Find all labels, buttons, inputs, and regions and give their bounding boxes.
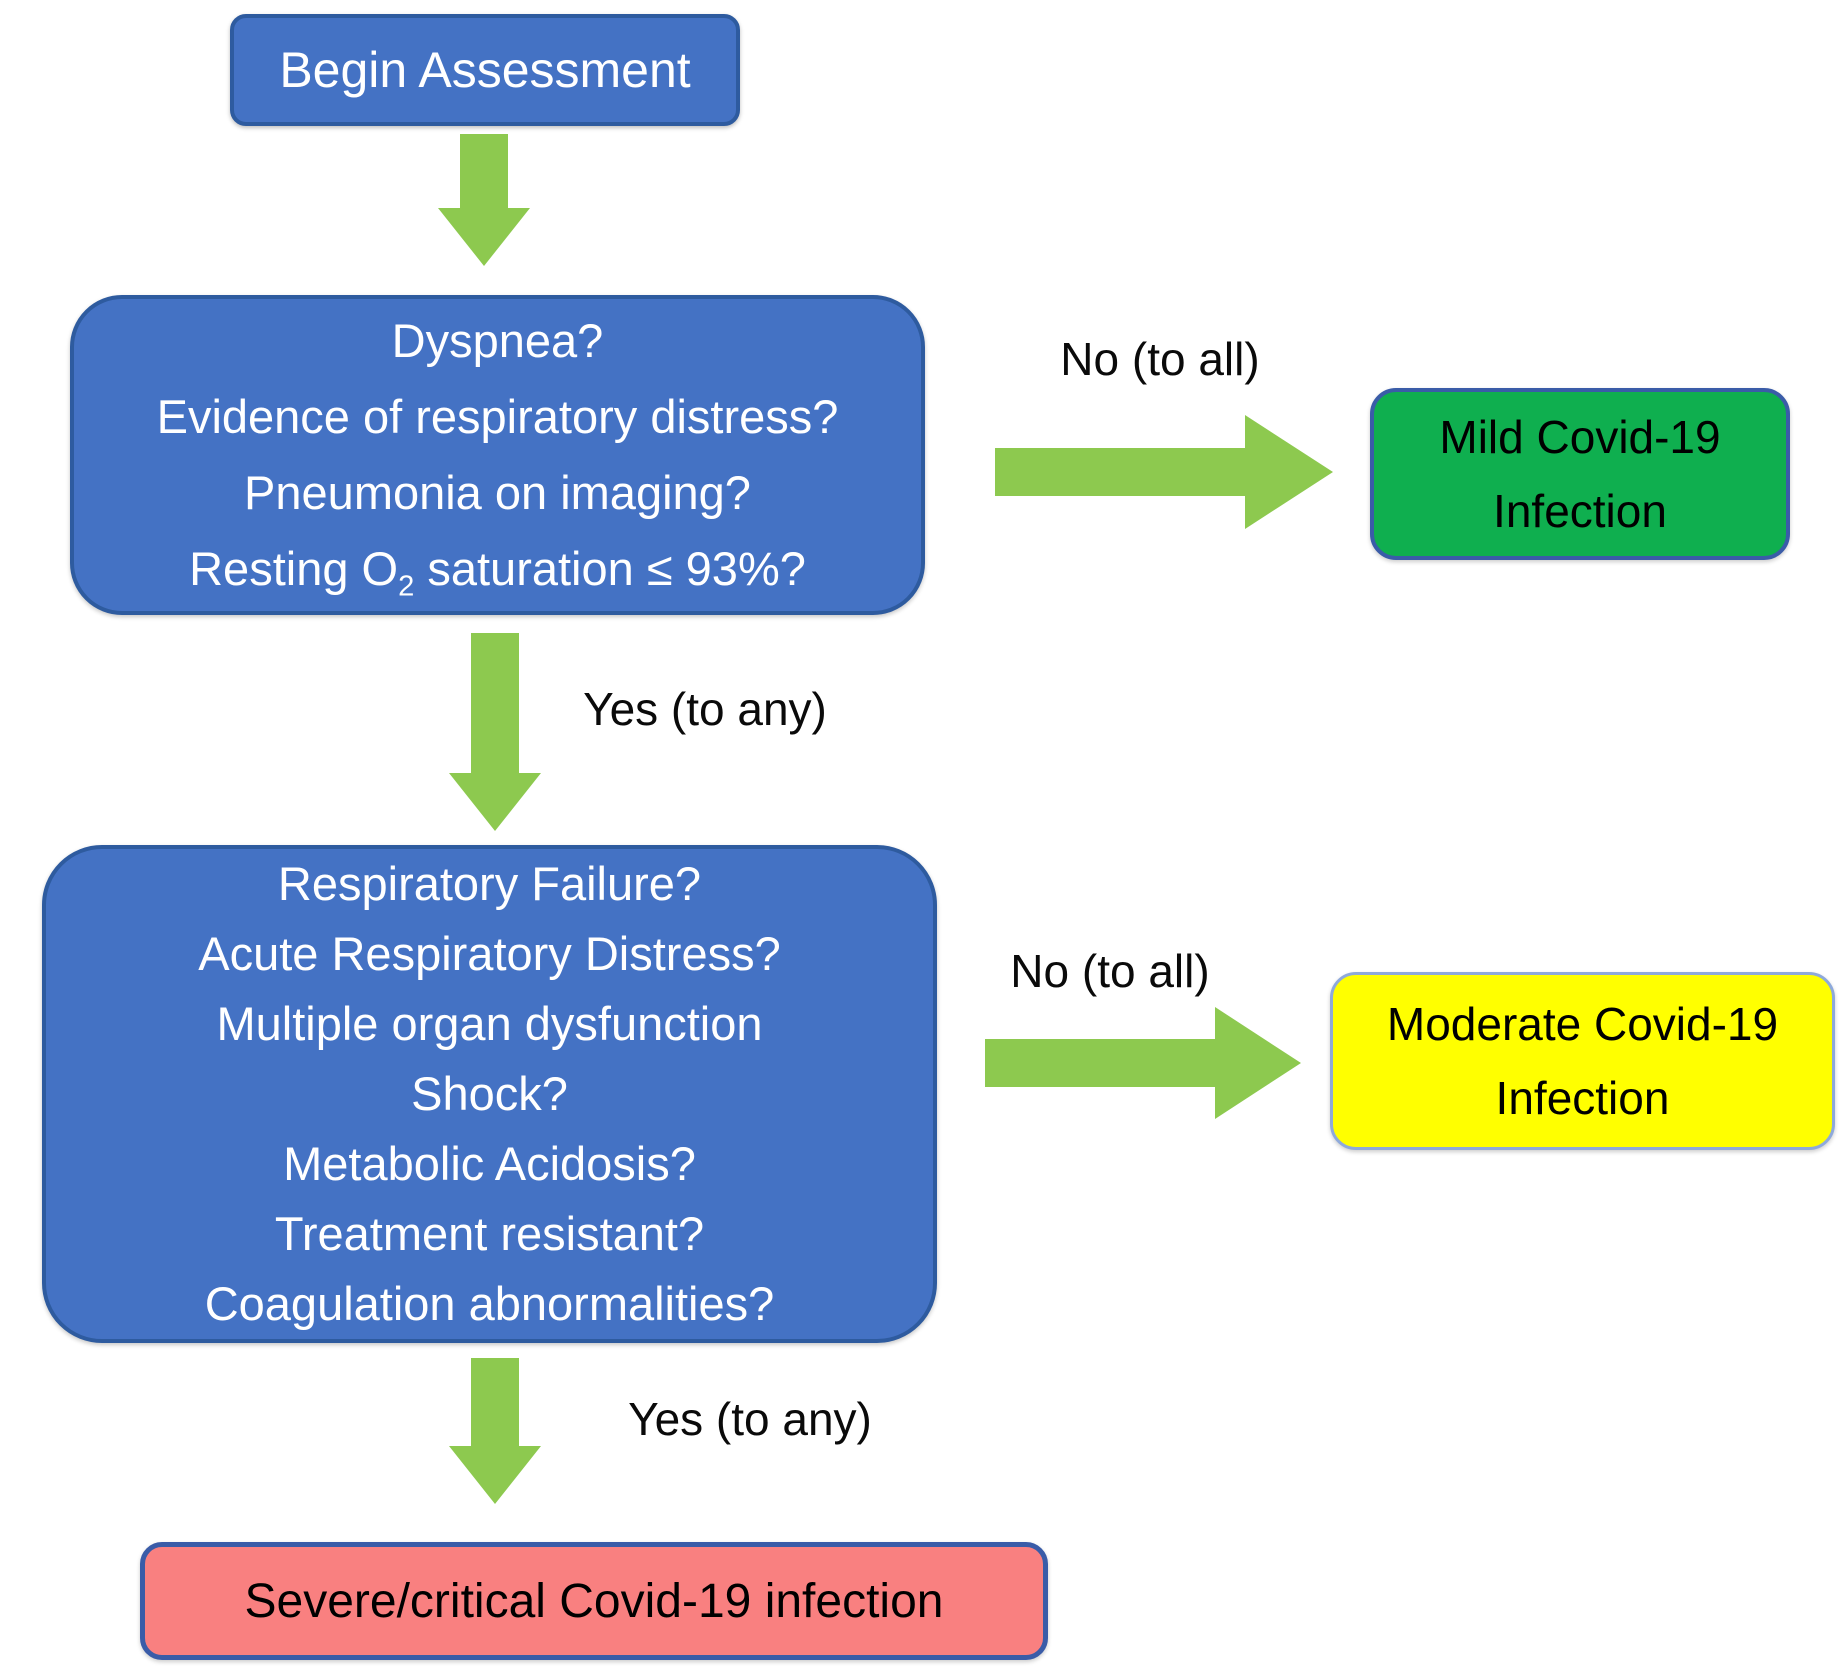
question-box-2: Respiratory Failure? Acute Respiratory D…: [42, 845, 937, 1343]
question-line: Coagulation abnormalities?: [204, 1277, 775, 1330]
start-node: Begin Assessment: [230, 14, 740, 126]
question-line: Shock?: [411, 1067, 568, 1120]
outcome-moderate-line2: Infection: [1495, 1072, 1670, 1124]
o2-line-suffix: saturation ≤ 93%?: [414, 542, 806, 595]
edge-label-yes-to-any-1: Yes (to any): [583, 683, 827, 735]
question-line: Acute Respiratory Distress?: [198, 927, 781, 980]
arrow-head-down-icon: [449, 1446, 541, 1504]
question-line: Respiratory Failure?: [277, 857, 702, 910]
flow-arrow-down-1: [438, 134, 530, 266]
edge-label-no-to-all-1: No (to all): [1060, 333, 1260, 385]
arrow-shaft: [985, 1039, 1215, 1087]
question-line-o2-saturation: Resting O2 saturation ≤ 93%?: [189, 531, 806, 607]
question-box-1: Dyspnea? Evidence of respiratory distres…: [70, 295, 925, 615]
question-line: Treatment resistant?: [274, 1207, 705, 1260]
arrow-head-right-icon: [1215, 1007, 1301, 1119]
outcome-mild-line2: Infection: [1493, 485, 1667, 537]
arrow-shaft: [460, 134, 508, 208]
flow-arrow-right-2: [985, 1006, 1301, 1120]
question-line: Evidence of respiratory distress?: [156, 390, 839, 443]
edge-label-no-to-all-2: No (to all): [1010, 945, 1210, 997]
arrow-shaft: [471, 633, 519, 773]
question-line: Pneumonia on imaging?: [244, 466, 751, 519]
outcome-severe-covid: Severe/critical Covid-19 infection: [140, 1542, 1048, 1660]
outcome-mild-line1: Mild Covid-19: [1439, 411, 1721, 463]
o2-subscript: 2: [398, 570, 415, 603]
outcome-mild-covid: Mild Covid-19 Infection: [1370, 388, 1790, 560]
outcome-moderate-covid: Moderate Covid-19 Infection: [1330, 972, 1835, 1150]
question-line: Metabolic Acidosis?: [283, 1137, 696, 1190]
arrow-head-down-icon: [438, 208, 530, 266]
o2-line-prefix: Resting O: [189, 542, 399, 595]
arrow-head-right-icon: [1245, 415, 1333, 529]
question-line: Multiple organ dysfunction: [216, 997, 763, 1050]
flow-arrow-right-1: [995, 415, 1333, 529]
arrow-shaft: [995, 448, 1245, 496]
flow-arrow-down-3: [449, 1358, 541, 1504]
outcome-moderate-line1: Moderate Covid-19: [1386, 998, 1779, 1050]
arrow-head-down-icon: [449, 773, 541, 831]
question-line: Dyspnea?: [391, 314, 604, 367]
edge-label-yes-to-any-2: Yes (to any): [628, 1393, 872, 1445]
flow-arrow-down-2: [449, 633, 541, 831]
arrow-shaft: [471, 1358, 519, 1446]
